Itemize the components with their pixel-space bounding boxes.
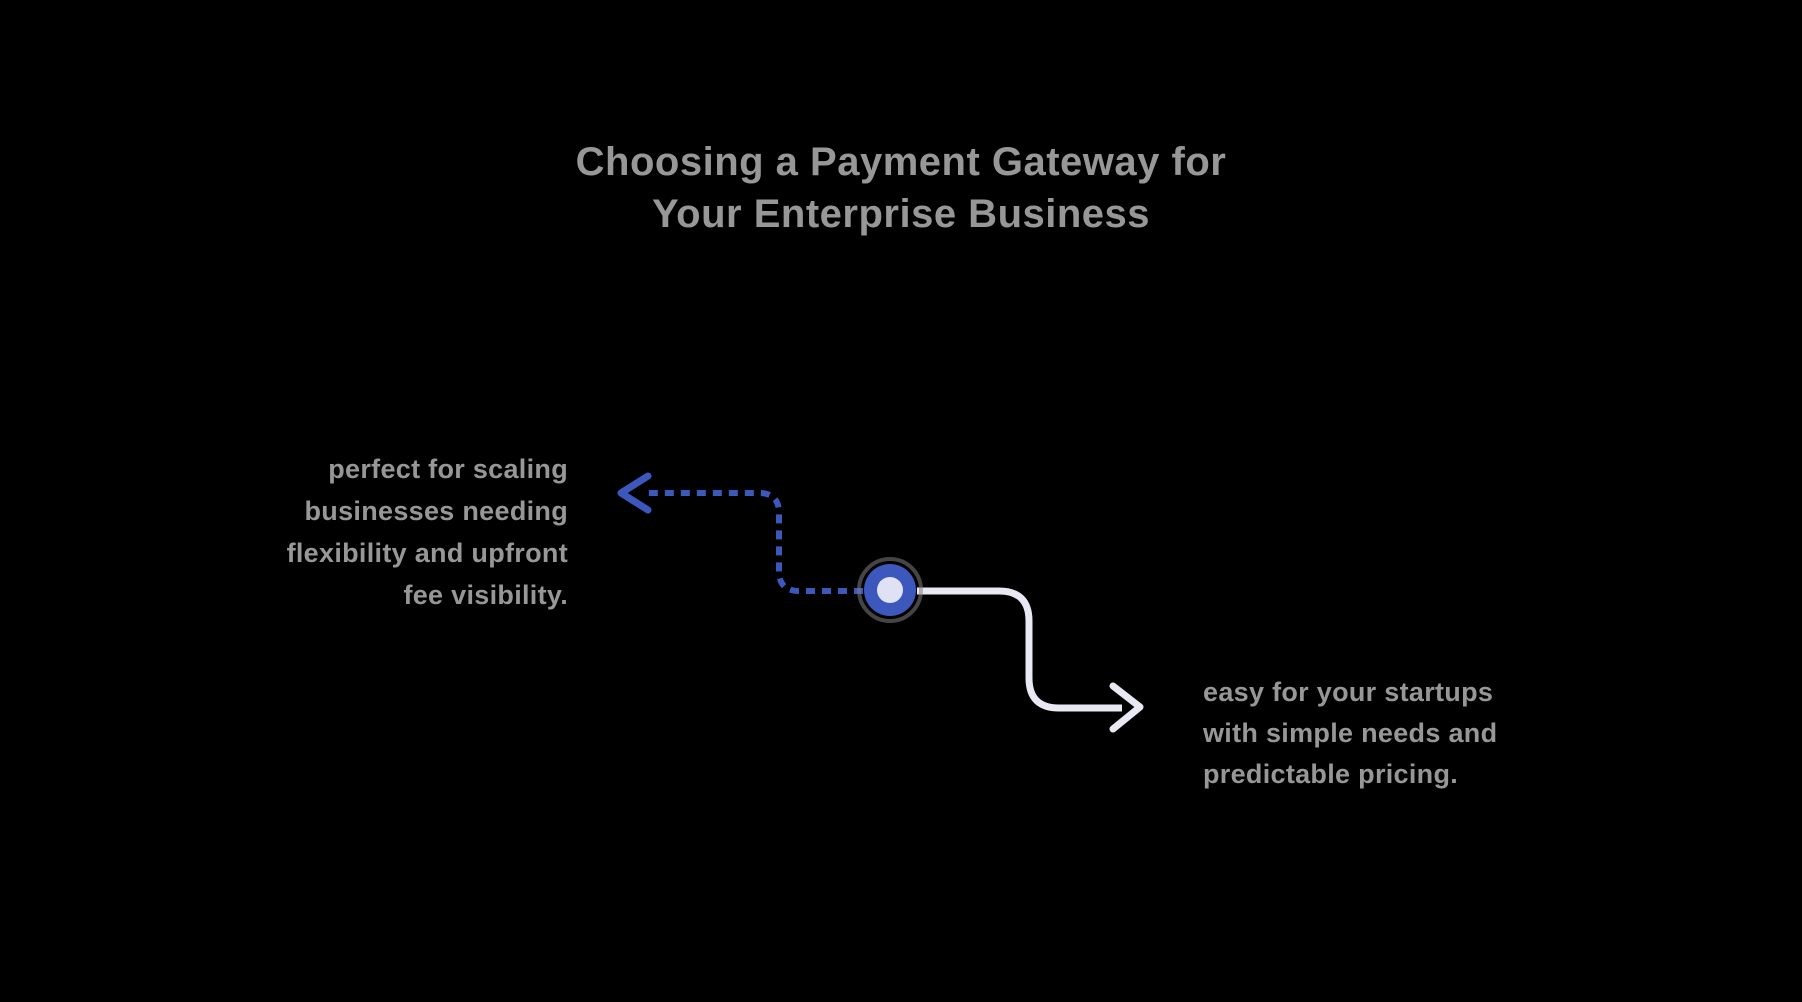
arrow-right-icon (917, 587, 1144, 733)
arrow-left-dotted-icon (617, 472, 863, 594)
left-branch-line: perfect for scaling (328, 454, 568, 484)
arrow-right-head (1109, 682, 1144, 733)
page-title-line1: Choosing a Payment Gateway for (575, 140, 1227, 184)
arrow-right-path (917, 587, 1122, 712)
right-branch-line: predictable pricing. (1203, 759, 1459, 789)
page-title-line2: Your Enterprise Business (651, 192, 1151, 236)
decision-node-ring (857, 557, 923, 623)
arrow-left-head (617, 472, 652, 514)
left-branch-line: fee visibility. (403, 580, 568, 610)
left-branch-line: businesses needing (304, 496, 568, 526)
left-branch-label: perfect for scaling businesses needing f… (287, 448, 568, 616)
page-title: Choosing a Payment Gateway for Your Ente… (0, 136, 1802, 240)
decision-node-core (877, 577, 903, 603)
arrow-left-path (646, 490, 863, 594)
left-branch-line: flexibility and upfront (286, 538, 568, 568)
decision-node-circle (857, 557, 923, 623)
right-branch-line: with simple needs and (1203, 718, 1498, 748)
right-branch-label: easy for your startups with simple needs… (1203, 672, 1497, 795)
right-branch-line: easy for your startups (1203, 677, 1494, 707)
